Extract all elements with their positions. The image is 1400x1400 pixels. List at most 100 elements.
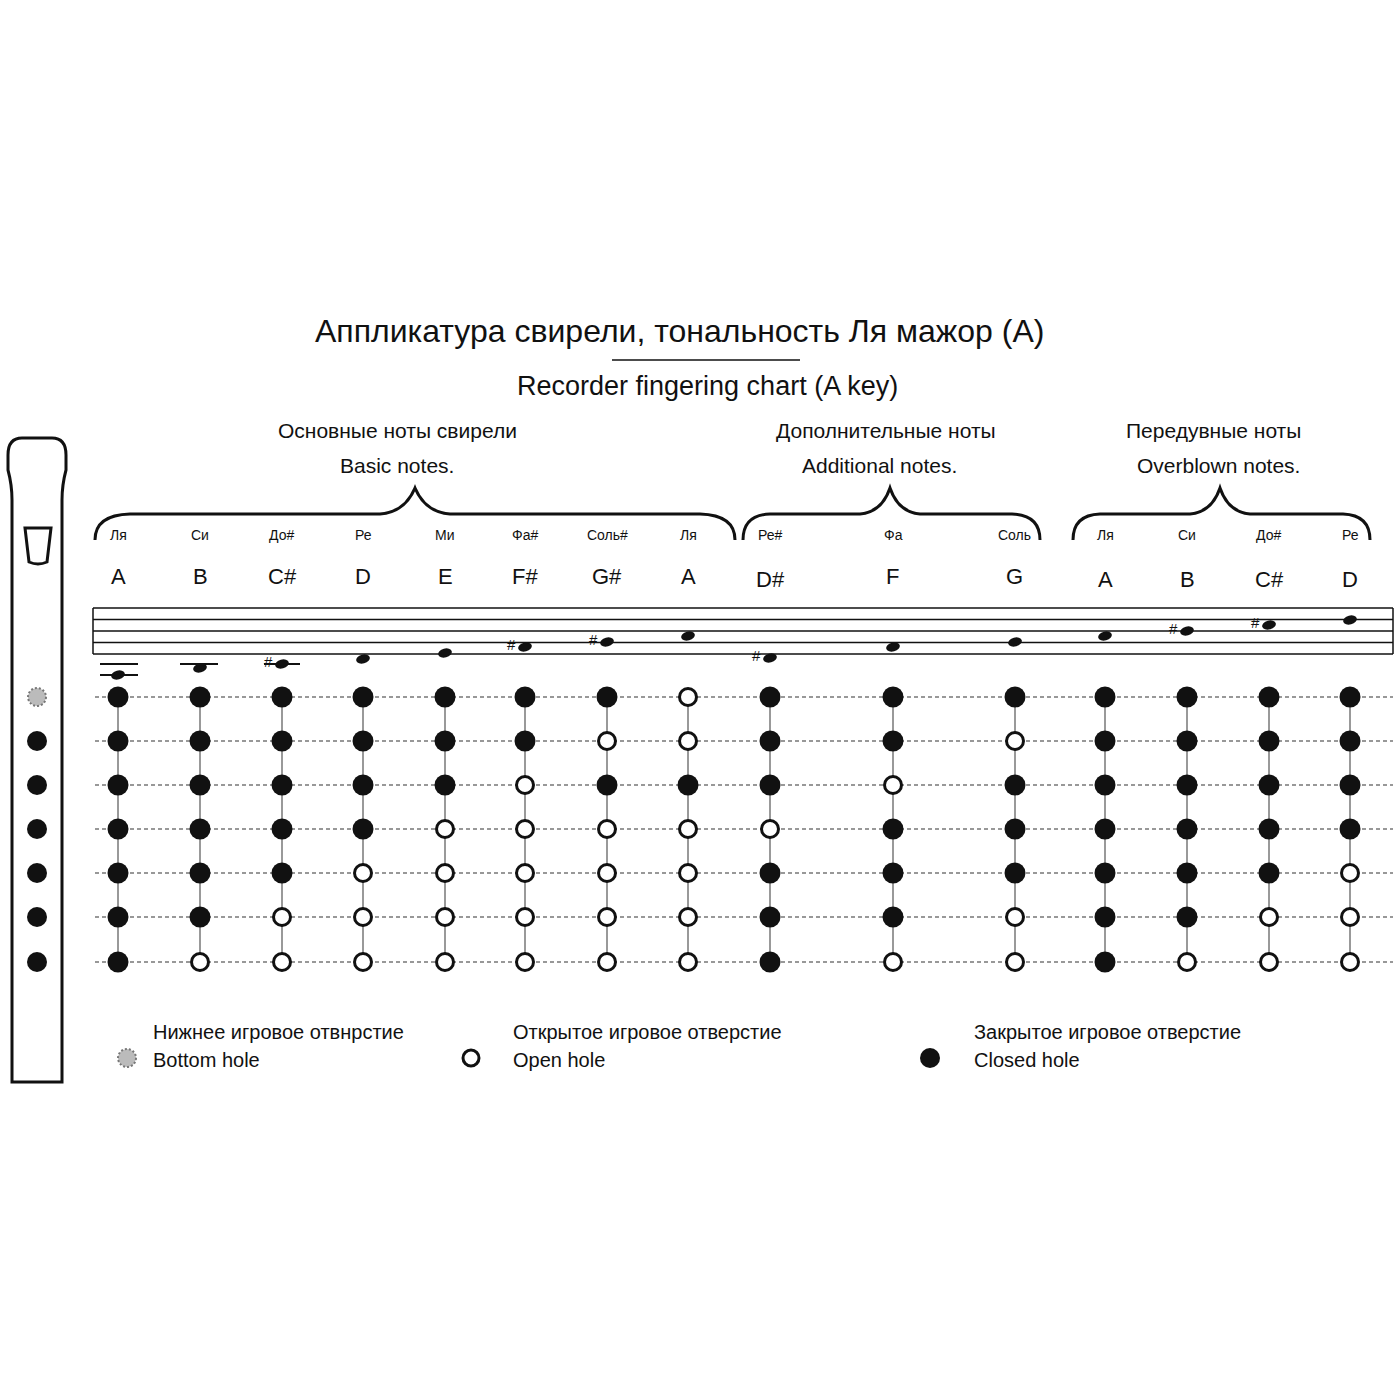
closed-hole <box>1095 687 1116 708</box>
closed-hole <box>1177 819 1198 840</box>
closed-hole <box>760 952 781 973</box>
note-name-en: G <box>1006 565 1023 589</box>
section-heading: Основные ноты свирели <box>278 419 517 442</box>
closed-hole <box>353 731 374 752</box>
closed-hole <box>1005 863 1026 884</box>
note-name-ru: Фа# <box>512 528 538 543</box>
note-name-ru: До# <box>1256 528 1281 543</box>
closed-hole <box>1259 687 1280 708</box>
closed-hole <box>190 731 211 752</box>
note-name-ru: Ля <box>110 528 127 543</box>
open-hole <box>599 865 616 882</box>
section-heading: Дополнительные ноты <box>776 419 996 442</box>
closed-hole <box>272 731 293 752</box>
closed-hole <box>883 863 904 884</box>
note-name-ru: Ре <box>355 528 372 543</box>
sharp-sign: # <box>1169 621 1177 638</box>
closed-hole <box>272 863 293 884</box>
closed-hole <box>353 687 374 708</box>
closed-hole <box>1005 775 1026 796</box>
closed-hole <box>760 863 781 884</box>
closed-hole <box>272 819 293 840</box>
bottom-hole <box>28 688 46 706</box>
note-head <box>192 662 208 674</box>
open-hole <box>1261 954 1278 971</box>
closed-hole <box>190 907 211 928</box>
legend-text: Open hole <box>513 1049 605 1071</box>
closed-hole <box>760 775 781 796</box>
recorder-holes <box>27 731 47 972</box>
note-name-en: A <box>1098 568 1113 592</box>
closed-hole <box>190 687 211 708</box>
sharp-sign: # <box>752 648 760 665</box>
closed-hole <box>1005 819 1026 840</box>
note-name-ru: Соль <box>998 528 1031 543</box>
note-name-en: D <box>355 565 371 589</box>
closed-hole <box>435 687 456 708</box>
note-head <box>1097 630 1113 642</box>
closed-hole <box>883 687 904 708</box>
legend-text: Открытое игровое отверстие <box>513 1021 782 1043</box>
sharp-sign: # <box>1251 615 1259 632</box>
open-hole <box>680 909 697 926</box>
closed-hole <box>108 907 129 928</box>
note-name-ru: Ре# <box>758 528 782 543</box>
open-hole <box>1261 909 1278 926</box>
note-name-en: D# <box>756 568 784 592</box>
closed-hole <box>883 819 904 840</box>
open-hole <box>274 954 291 971</box>
open-hole <box>355 909 372 926</box>
closed-hole <box>515 687 536 708</box>
note-name-en: A <box>681 565 696 589</box>
note-name-en: A <box>111 565 126 589</box>
note-name-en: G# <box>592 565 621 589</box>
note-name-ru: Фа <box>884 528 902 543</box>
note-head <box>1007 636 1023 648</box>
closed-hole <box>883 731 904 752</box>
open-hole <box>680 954 697 971</box>
open-hole <box>680 865 697 882</box>
closed-hole <box>108 687 129 708</box>
note-name-en: F# <box>512 565 538 589</box>
sharp-sign: # <box>589 632 597 649</box>
closed-hole <box>883 907 904 928</box>
note-head <box>885 641 901 653</box>
legend-text: Закрытое игровое отверстие <box>974 1021 1241 1043</box>
closed-hole <box>597 687 618 708</box>
open-hole <box>599 821 616 838</box>
note-head <box>355 653 371 665</box>
note-name-en: F <box>886 565 899 589</box>
hole-rows <box>95 697 1393 962</box>
open-hole <box>1342 954 1359 971</box>
open-hole <box>885 954 902 971</box>
closed-hole <box>1340 731 1361 752</box>
note-head <box>1179 625 1195 637</box>
section-heading: Additional notes. <box>802 454 957 477</box>
closed-hole <box>597 775 618 796</box>
note-head <box>1261 619 1277 631</box>
open-hole <box>355 865 372 882</box>
legend-text: Нижнее игровое отвнрстие <box>153 1021 404 1043</box>
open-hole <box>762 821 779 838</box>
closed-hole <box>1259 819 1280 840</box>
closed-hole <box>272 775 293 796</box>
closed-hole <box>1177 687 1198 708</box>
closed-hole <box>1177 775 1198 796</box>
ledger-line <box>100 663 138 665</box>
note-head <box>680 630 696 642</box>
recorder-body <box>8 438 66 1082</box>
sharp-sign: # <box>264 654 272 671</box>
open-hole <box>599 733 616 750</box>
note-name-en: C# <box>1255 568 1283 592</box>
closed-hole <box>1340 819 1361 840</box>
note-name-en: C# <box>268 565 296 589</box>
chart-subtitle: Recorder fingering chart (A key) <box>517 372 898 402</box>
closed-hole <box>1259 731 1280 752</box>
note-head <box>517 641 533 653</box>
closed-hole <box>1177 907 1198 928</box>
legend-text: Closed hole <box>974 1049 1080 1071</box>
note-head <box>762 652 778 664</box>
open-hole <box>437 954 454 971</box>
music-staff <box>93 608 1393 654</box>
closed-hole <box>353 775 374 796</box>
